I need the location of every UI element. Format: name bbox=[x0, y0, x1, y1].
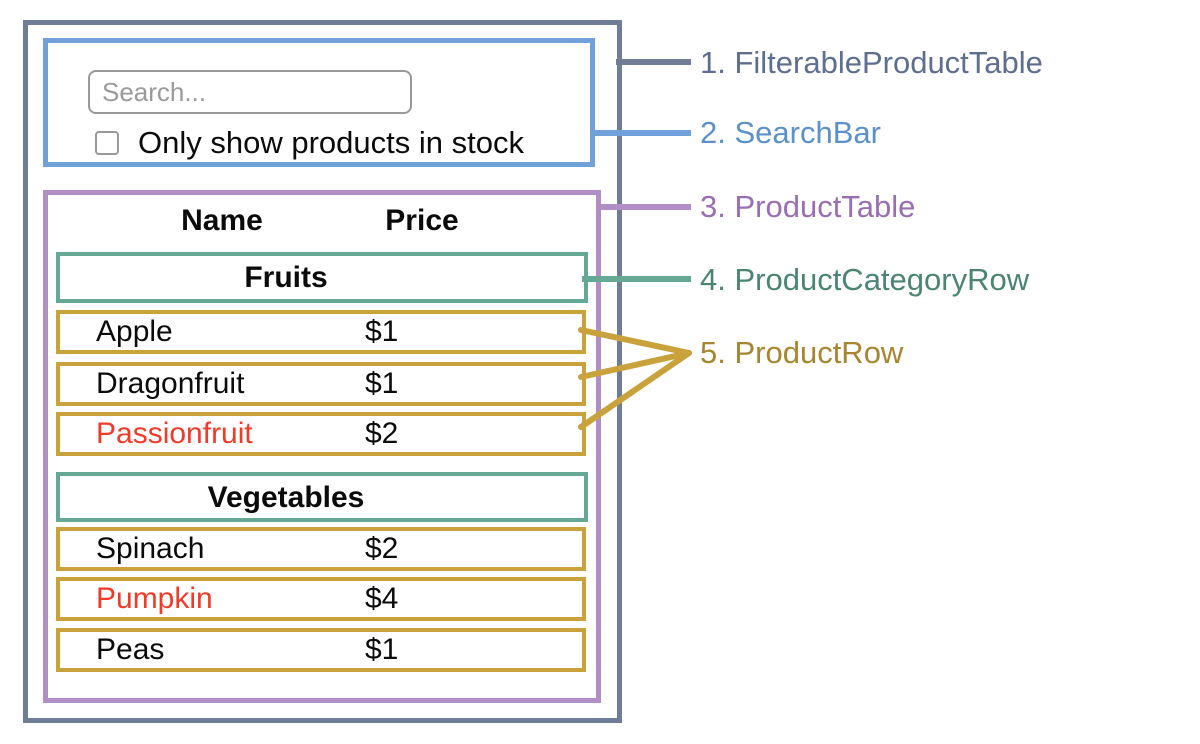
legend-item-search-bar: 2. SearchBar bbox=[700, 115, 881, 150]
column-header-price: Price bbox=[385, 204, 459, 237]
product-price-cell: $1 bbox=[365, 367, 399, 400]
product-price-cell: $4 bbox=[365, 582, 399, 615]
in-stock-checkbox[interactable] bbox=[95, 131, 119, 155]
product-row-pumpkin: Pumpkin $4 bbox=[56, 577, 586, 621]
legend-item-product-row: 5. ProductRow bbox=[700, 335, 904, 370]
in-stock-checkbox-label: Only show products in stock bbox=[138, 125, 524, 160]
search-bar-outline: Only show products in stock bbox=[43, 38, 595, 167]
legend-item-filterable-product-table: 1. FilterableProductTable bbox=[700, 45, 1043, 80]
product-row-passionfruit: Passionfruit $2 bbox=[56, 412, 586, 456]
category-label: Fruits bbox=[244, 261, 328, 294]
product-name-cell: Dragonfruit bbox=[96, 367, 245, 400]
search-input[interactable] bbox=[88, 70, 412, 114]
product-row-spinach: Spinach $2 bbox=[56, 527, 586, 571]
legend-item-product-category-row: 4. ProductCategoryRow bbox=[700, 262, 1030, 297]
category-label: Vegetables bbox=[207, 481, 365, 514]
product-name-cell: Pumpkin bbox=[96, 582, 213, 615]
product-price-cell: $1 bbox=[365, 633, 399, 666]
product-price-cell: $1 bbox=[365, 315, 399, 348]
product-name-cell: Apple bbox=[96, 315, 173, 348]
legend-item-product-table: 3. ProductTable bbox=[700, 189, 916, 224]
product-name-cell: Peas bbox=[96, 633, 165, 666]
column-header-name: Name bbox=[181, 204, 263, 237]
product-name-cell: Spinach bbox=[96, 532, 205, 565]
product-category-row-fruits: Fruits bbox=[56, 252, 588, 303]
product-row-peas: Peas $1 bbox=[56, 628, 586, 672]
product-table-outline: Name Price Fruits Apple $1 Dragonfruit $… bbox=[43, 190, 601, 703]
product-price-cell: $2 bbox=[365, 532, 399, 565]
product-price-cell: $2 bbox=[365, 417, 399, 450]
product-name-cell: Passionfruit bbox=[96, 417, 253, 450]
product-row-apple: Apple $1 bbox=[56, 310, 586, 354]
product-category-row-vegetables: Vegetables bbox=[56, 472, 588, 522]
product-row-dragonfruit: Dragonfruit $1 bbox=[56, 362, 586, 406]
filterable-product-table-outline: Only show products in stock Name Price F… bbox=[23, 20, 622, 723]
